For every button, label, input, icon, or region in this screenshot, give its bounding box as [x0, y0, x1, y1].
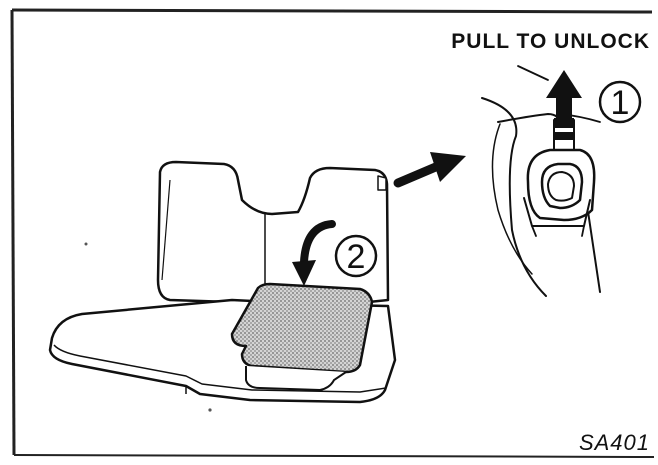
- folded-cushion: [232, 284, 372, 372]
- speck: [208, 408, 211, 411]
- pull-up-arrow: [546, 70, 582, 126]
- detail-pointer-arrow: [398, 152, 466, 183]
- speck: [85, 243, 88, 246]
- step-2-marker: 2: [336, 236, 376, 276]
- figure-id-label: SA401: [520, 430, 650, 456]
- pull-to-unlock-label: PULL TO UNLOCK: [410, 30, 650, 54]
- step-1-number: 1: [611, 84, 630, 122]
- lock-latch: [528, 150, 594, 220]
- step-1-marker: 1: [600, 82, 640, 122]
- step-2-number: 2: [347, 238, 366, 276]
- lock-detail: [482, 66, 600, 296]
